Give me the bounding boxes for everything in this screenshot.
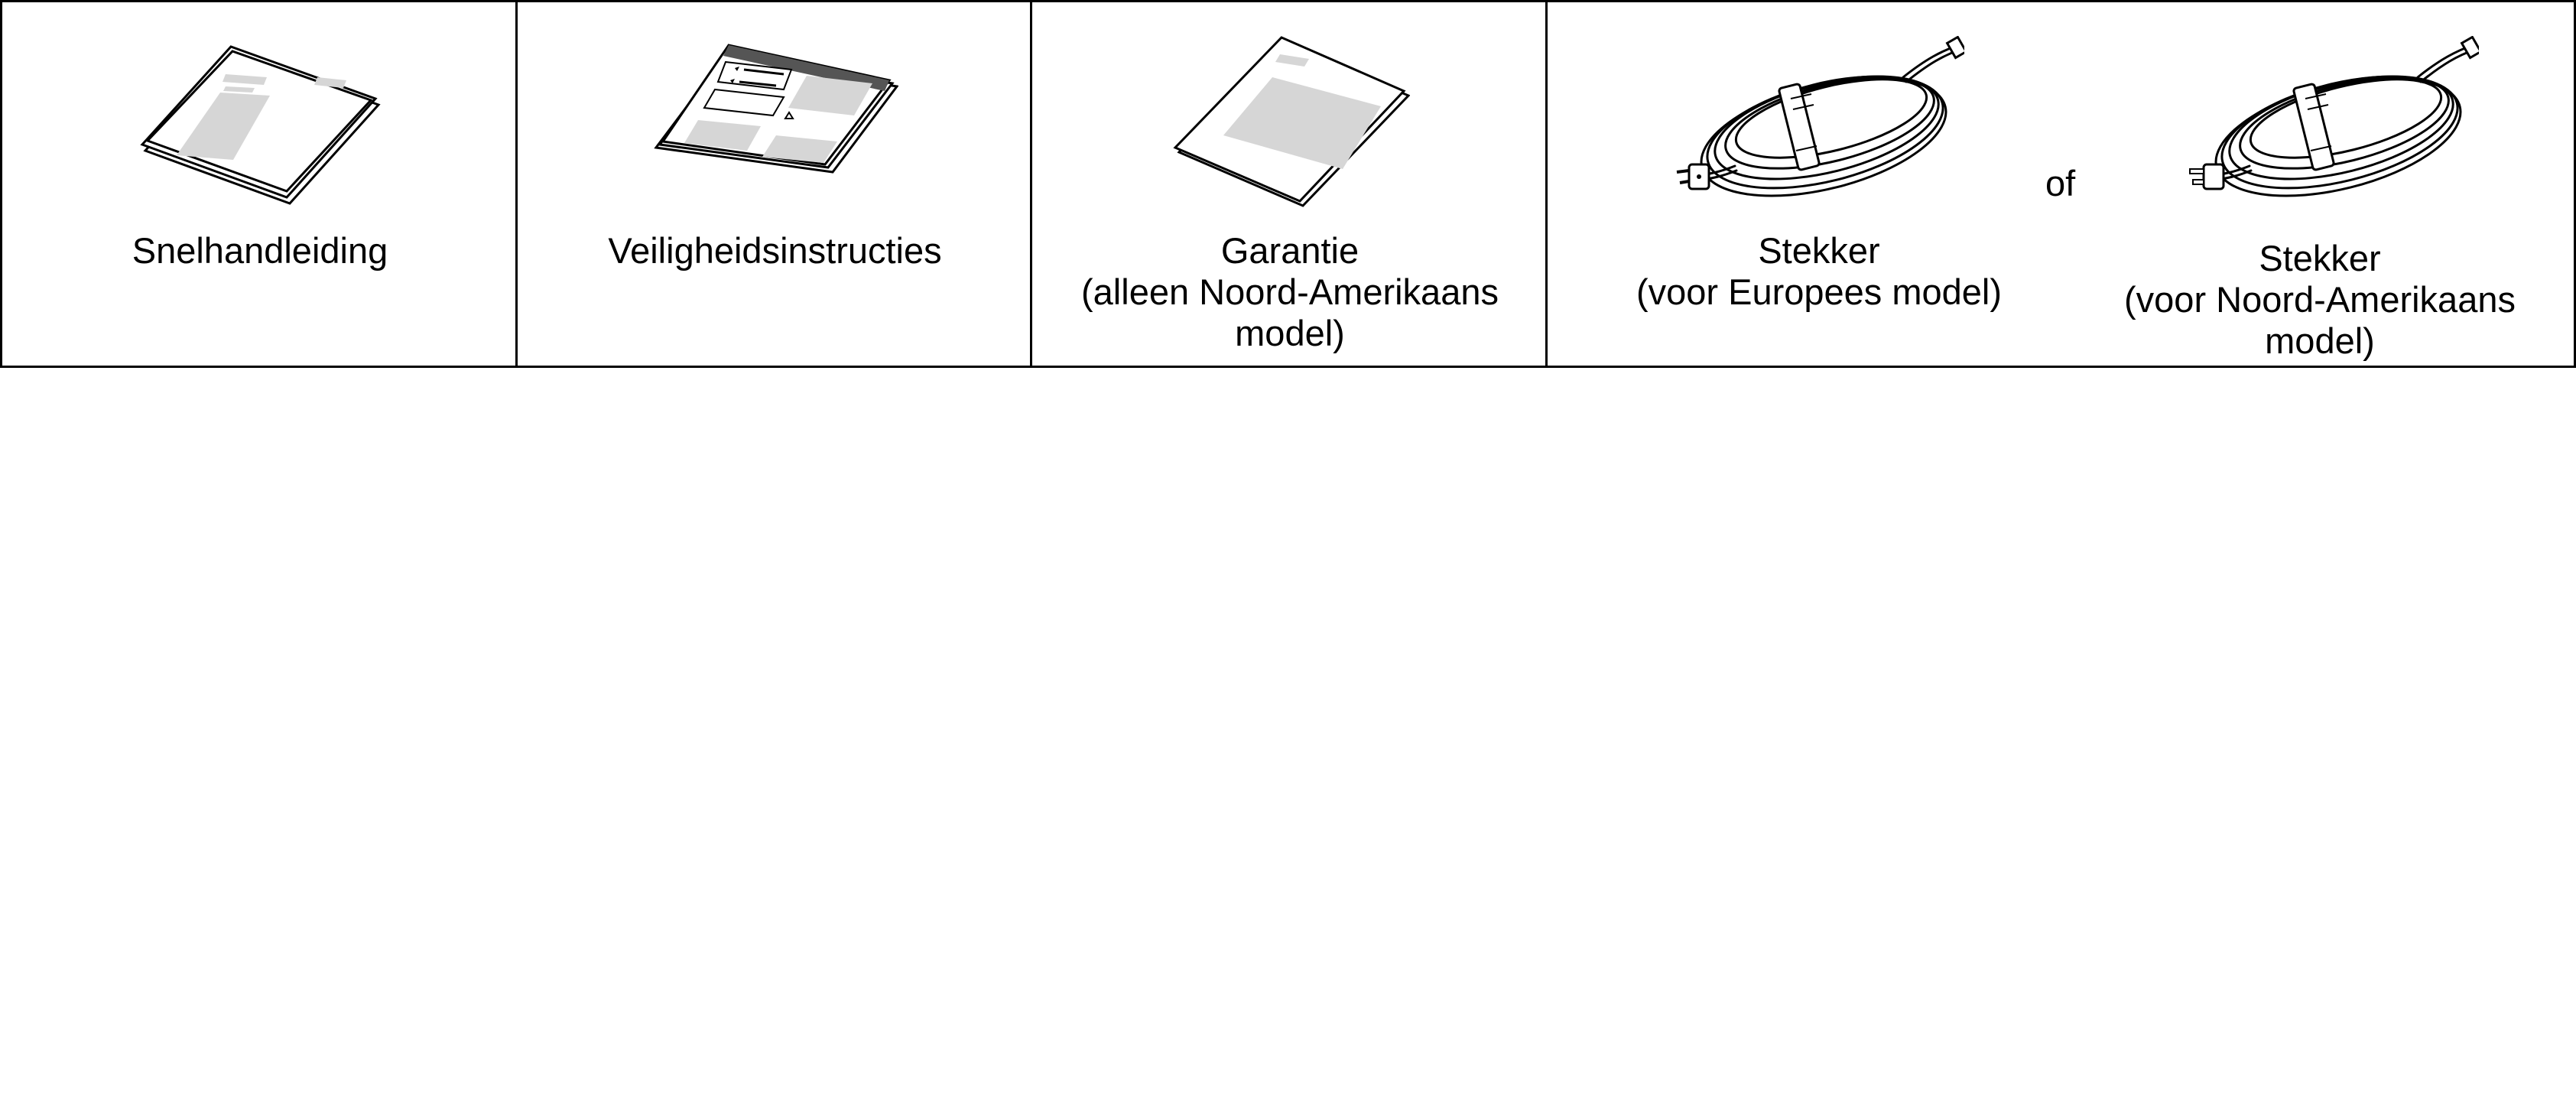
label-na-plug: Stekker (voor Noord-Amerikaans model) xyxy=(2124,238,2516,361)
na-power-cord-icon xyxy=(2189,36,2479,197)
eu-power-cord-icon xyxy=(1676,36,1964,197)
accessories-table: Snelhandleiding Veiligheidsinstructies xyxy=(0,0,2576,368)
label-quick-guide: Snelhandleiding xyxy=(132,230,388,271)
cell-warranty: Garantie (alleen Noord-Amerikaans model) xyxy=(1032,2,1548,366)
or-separator: of xyxy=(2045,163,2076,203)
label-safety: Veiligheidsinstructies xyxy=(608,230,942,271)
cell-quick-guide: Snelhandleiding xyxy=(2,2,518,366)
cell-safety: Veiligheidsinstructies xyxy=(518,2,1032,366)
cell-power-cord: Stekker (voor Europees model) of xyxy=(1548,2,2574,366)
label-eu-plug: Stekker (voor Europees model) xyxy=(1636,230,2003,312)
label-warranty: Garantie (alleen Noord-Amerikaans model) xyxy=(1081,230,1499,353)
warranty-sheet-icon xyxy=(1173,36,1410,207)
safety-sheet-icon xyxy=(654,44,898,174)
booklet-icon xyxy=(140,45,381,205)
